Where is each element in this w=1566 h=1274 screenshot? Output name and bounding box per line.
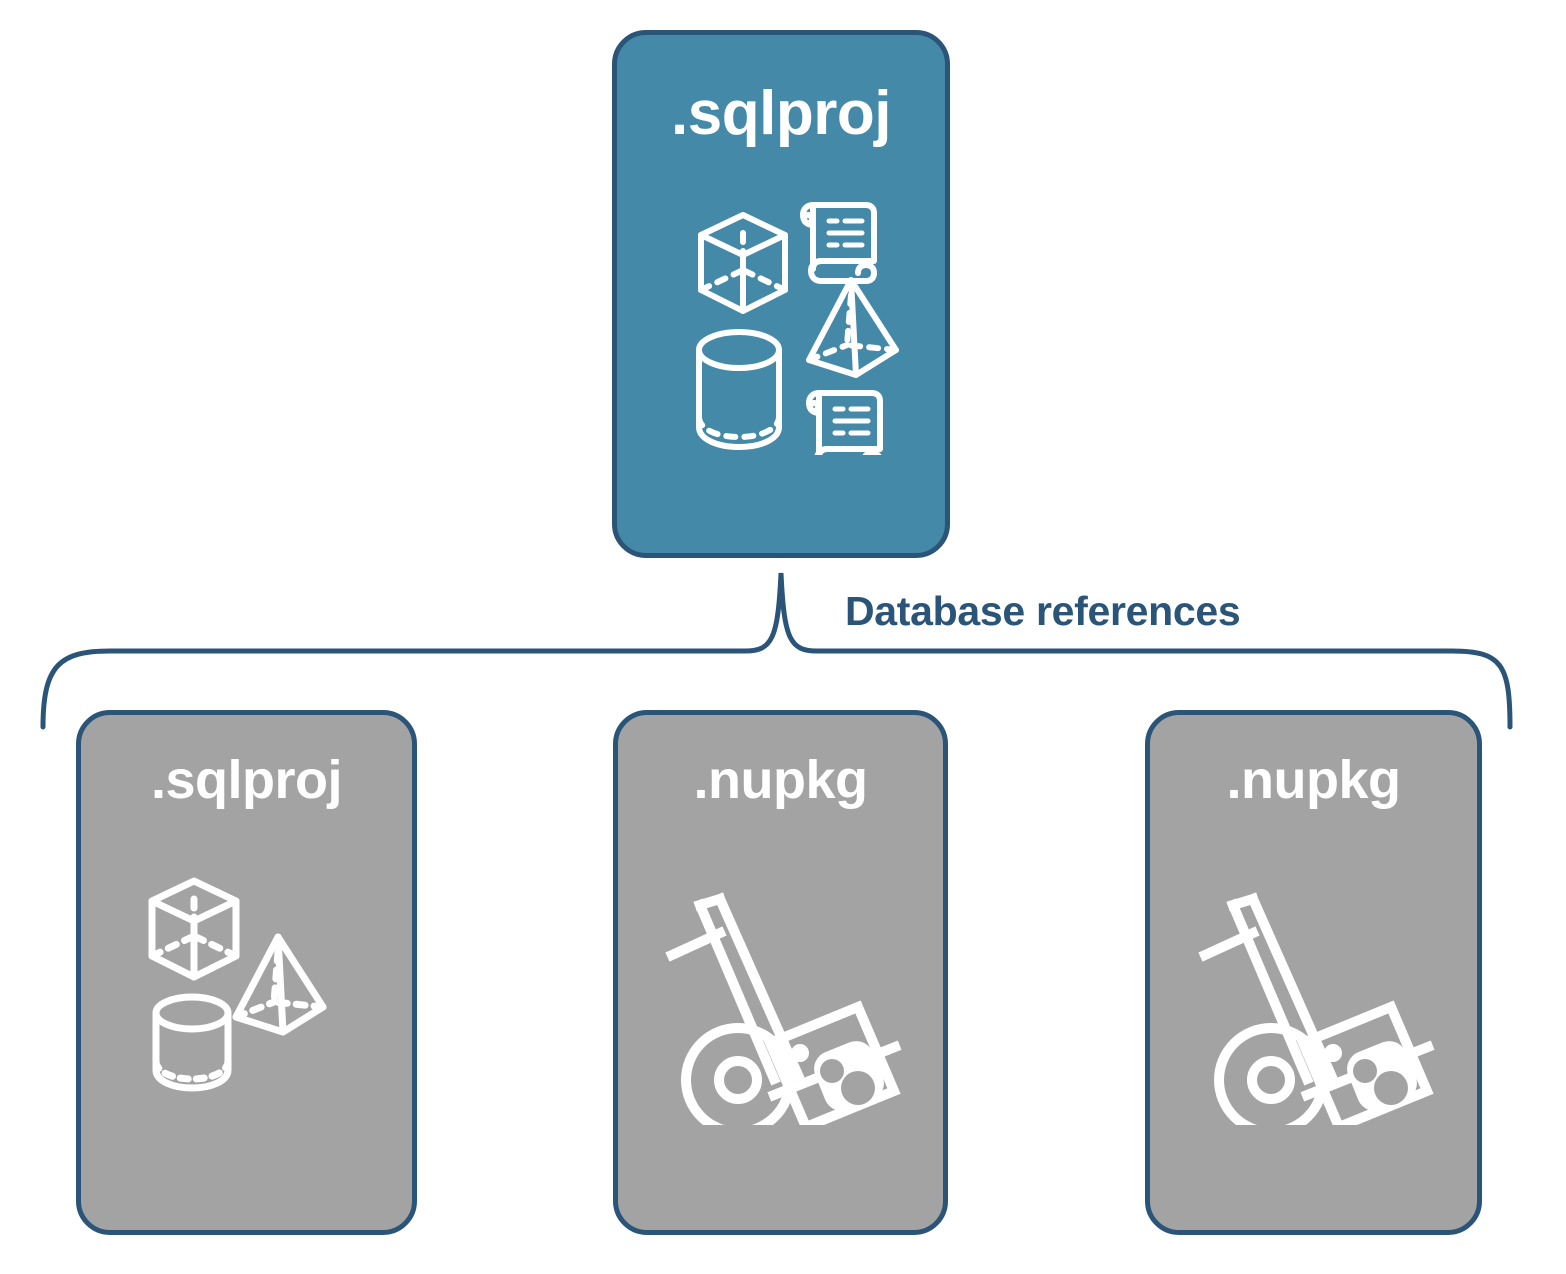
pyramid-icon <box>806 277 899 378</box>
script-scroll-icon <box>806 390 883 455</box>
cylinder-icon <box>696 329 782 450</box>
reference-card-artwork <box>1197 892 1434 1125</box>
cube-icon <box>148 877 239 981</box>
reference-card-title: .nupkg <box>693 750 868 810</box>
script-scroll-icon <box>800 202 877 284</box>
hand-truck-package-icon <box>1197 892 1434 1125</box>
reference-card-title: .sqlproj <box>150 750 343 810</box>
reference-card-title: .nupkg <box>1226 750 1401 810</box>
pyramid-icon <box>232 933 326 1036</box>
root-card-title: .sqlproj <box>671 79 891 148</box>
reference-card-sqlproj[interactable]: .sqlproj <box>76 710 417 1235</box>
cylinder-icon <box>152 993 231 1092</box>
reference-card-artwork <box>148 877 326 1092</box>
root-card-artwork <box>696 202 899 455</box>
cube-icon <box>698 212 788 314</box>
root-sqlproj-card[interactable]: .sqlproj <box>612 30 950 558</box>
connector-label: Database references <box>845 588 1241 634</box>
hand-truck-package-icon <box>664 892 901 1125</box>
reference-card-artwork <box>664 892 901 1125</box>
reference-card-nupkg[interactable]: .nupkg <box>613 710 948 1235</box>
reference-card-nupkg[interactable]: .nupkg <box>1145 710 1482 1235</box>
database-references-bracket <box>40 572 1513 730</box>
